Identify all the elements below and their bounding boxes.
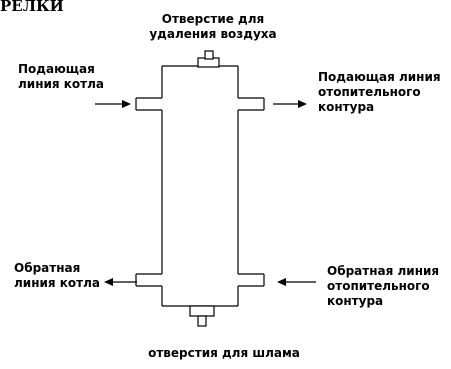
arrow-right-icon bbox=[298, 100, 307, 108]
air-vent-label: Отверстие для удаления воздуха bbox=[149, 12, 276, 41]
heating-return-label: Обратная линия отопительного контура bbox=[327, 264, 439, 308]
heating-return-label-line-2: отопительного bbox=[327, 279, 430, 293]
heating-supply-arrow bbox=[273, 100, 307, 108]
heating-return-label-line-3: контура bbox=[327, 294, 383, 308]
boiler-supply-label-line-1: Подающая bbox=[18, 62, 95, 76]
heating-supply-label: Подающая линия отопительного контура bbox=[318, 70, 441, 114]
boiler-return-pipe bbox=[135, 273, 162, 287]
sludge-outlet-fitting bbox=[189, 305, 215, 327]
boiler-supply-pipe bbox=[135, 97, 162, 111]
heating-return-pipe bbox=[238, 273, 265, 287]
heating-supply-pipe bbox=[238, 97, 265, 111]
boiler-return-label-line-1: Обратная bbox=[14, 261, 80, 275]
separator-body bbox=[161, 65, 239, 307]
arrow-left-icon bbox=[104, 278, 113, 286]
partial-title: РЕЛКИ bbox=[0, 0, 64, 15]
boiler-return-label-line-2: линия котла bbox=[14, 276, 100, 290]
arrow-right-icon bbox=[122, 100, 131, 108]
heating-supply-label-line-1: Подающая линия bbox=[318, 70, 441, 84]
boiler-supply-label: Подающая линия котла bbox=[18, 62, 104, 91]
sludge-outlet-label: отверстия для шлама bbox=[148, 346, 300, 360]
air-vent-label-line-1: Отверстие для bbox=[162, 12, 264, 26]
air-vent-fitting bbox=[197, 50, 220, 68]
air-vent-label-line-2: удаления воздуха bbox=[149, 27, 276, 41]
heating-return-arrow bbox=[277, 278, 316, 286]
boiler-return-label: Обратная линия котла bbox=[14, 261, 100, 290]
heating-return-label-line-1: Обратная линия bbox=[327, 264, 439, 278]
heating-supply-label-line-3: контура bbox=[318, 100, 374, 114]
arrow-left-icon bbox=[277, 278, 286, 286]
boiler-supply-arrow bbox=[95, 100, 131, 108]
boiler-supply-label-line-2: линия котла bbox=[18, 77, 104, 91]
heating-supply-label-line-2: отопительного bbox=[318, 85, 421, 99]
boiler-return-arrow bbox=[104, 278, 137, 286]
